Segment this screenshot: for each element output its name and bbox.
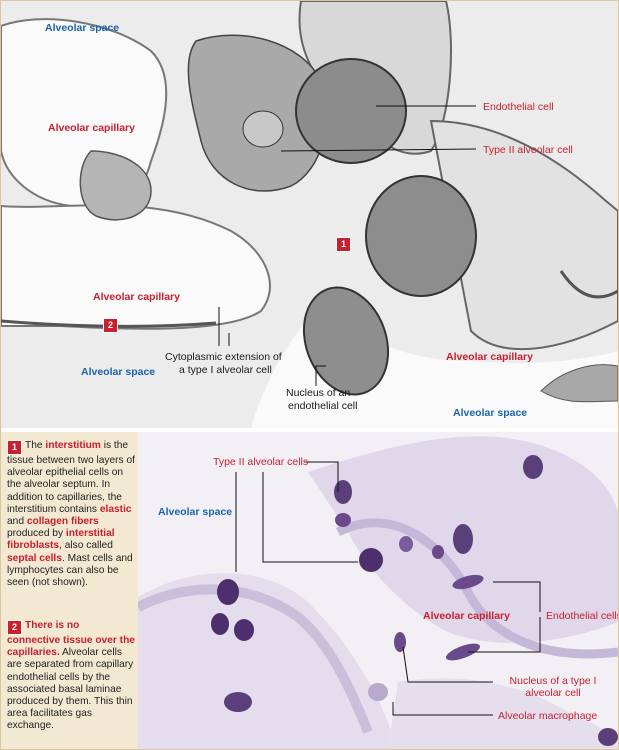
label-alveolar-capillary-right: Alveolar capillary (446, 351, 533, 363)
label-alveolar-capillary-left: Alveolar capillary (48, 122, 135, 134)
label-alveolar-space-lm: Alveolar space (158, 506, 233, 518)
label-type2-alveolar-cells: Type II alveolar cells (213, 456, 309, 468)
light-micrograph: Type II alveolar cells Alveolar space Al… (138, 432, 618, 749)
electron-micrograph: Alveolar space Alveolar capillary Endoth… (1, 1, 618, 428)
label-nucleus-endothelial-line2: endothelial cell (288, 400, 358, 412)
electron-micrograph-image (1, 1, 618, 428)
note-1-badge: 1 (7, 440, 22, 455)
light-micrograph-image (138, 432, 618, 749)
term-collagen-fibers: collagen fibers (26, 516, 99, 528)
label-nucleus-type1-line2: alveolar cell (525, 687, 581, 699)
label-endothelial-cell: Endothelial cell (483, 101, 554, 113)
label-alveolar-space-bottom-right: Alveolar space (453, 407, 528, 419)
label-nucleus-endothelial-line1: Nucleus of an (286, 387, 351, 399)
note-2-badge: 2 (7, 620, 22, 635)
label-alveolar-space-top-left: Alveolar space (45, 22, 120, 34)
label-nucleus-type1-line1: Nucleus of a type I (509, 675, 597, 687)
badge-2: 2 (103, 318, 118, 333)
label-endothelial-cells: Endothelial cells (546, 610, 618, 622)
term-interstitial-fibroblasts: interstitial fibroblasts (7, 528, 115, 552)
label-cytoplasmic-extension-line1: Cytoplasmic extension of (165, 351, 282, 363)
label-alveolar-capillary-lm: Alveolar capillary (423, 610, 510, 622)
label-alveolar-space-bottom-left: Alveolar space (81, 366, 156, 378)
label-cytoplasmic-extension-line2: a type I alveolar cell (179, 364, 272, 376)
term-septal-cells: septal cells (7, 552, 62, 564)
term-no-connective-tissue: There is no connective tissue over the c… (7, 620, 135, 659)
label-alveolar-macrophage: Alveolar macrophage (498, 710, 598, 722)
badge-1: 1 (336, 237, 351, 252)
label-alveolar-capillary-middle: Alveolar capillary (93, 291, 180, 303)
term-interstitium: interstitium (45, 440, 101, 451)
term-elastic: elastic (99, 503, 132, 515)
label-type2-alveolar-cell: Type II alveolar cell (483, 144, 573, 156)
